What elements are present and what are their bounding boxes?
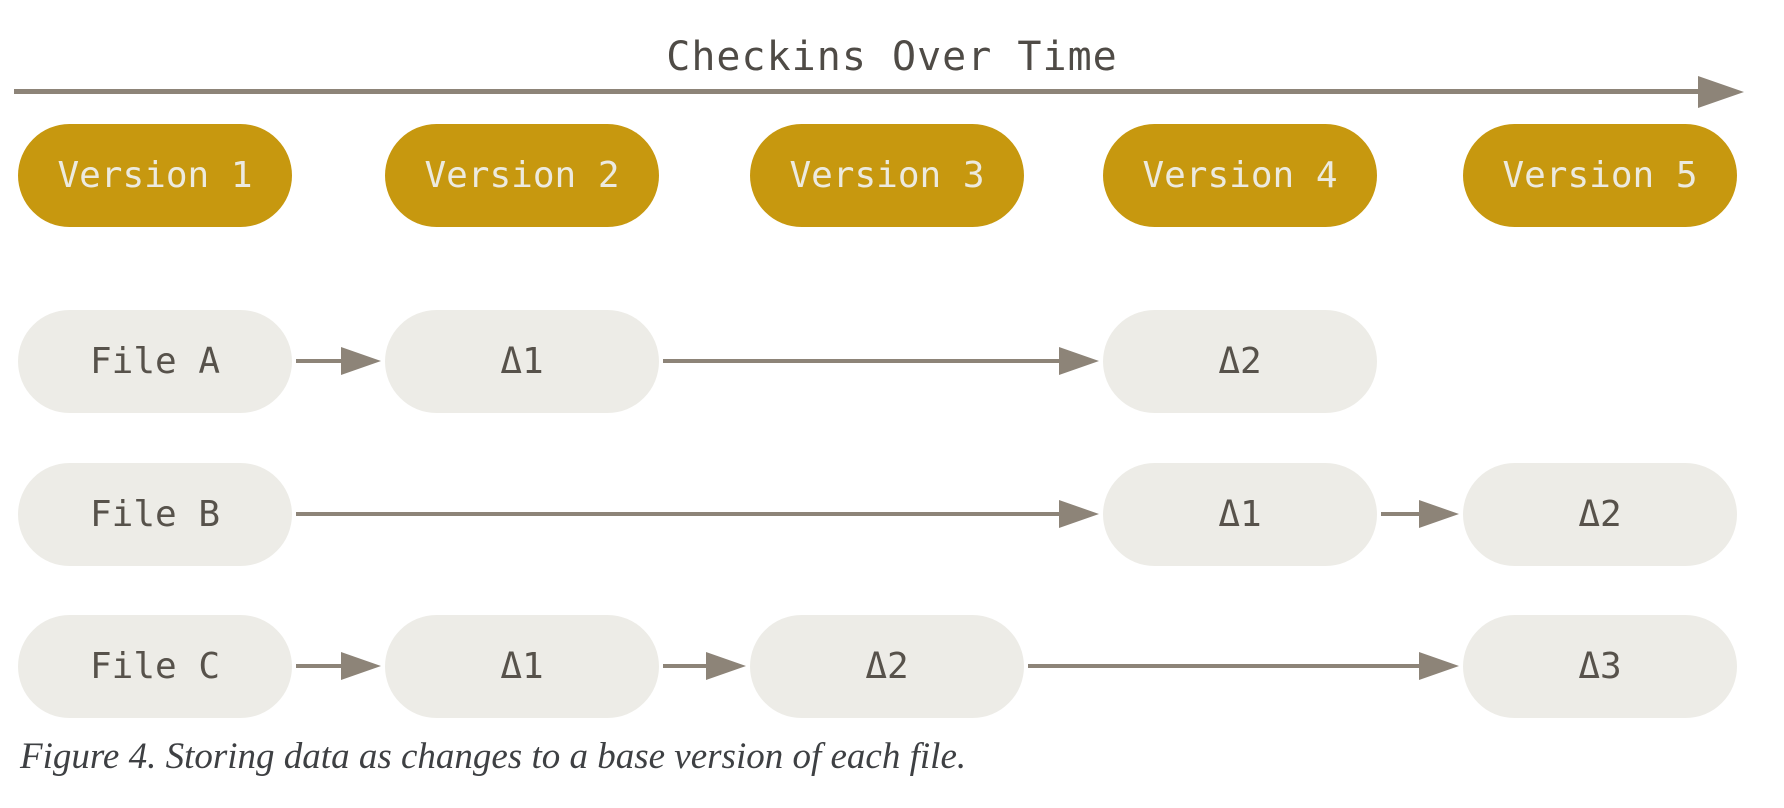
file-c-delta2-node: Δ2 bbox=[750, 615, 1024, 718]
version-3-pill: Version 3 bbox=[750, 124, 1024, 227]
file-c-delta1-node: Δ1 bbox=[385, 615, 659, 718]
version-4-pill: Version 4 bbox=[1103, 124, 1377, 227]
file-c-node: File C bbox=[18, 615, 292, 718]
file-b-delta1-node: Δ1 bbox=[1103, 463, 1377, 566]
arrow-file-b-to-delta1-icon bbox=[296, 512, 1059, 516]
arrow-file-c-to-delta1-icon bbox=[296, 664, 341, 668]
version-1-pill: Version 1 bbox=[18, 124, 292, 227]
arrow-file-c-delta1-to-delta2-icon bbox=[663, 664, 706, 668]
arrow-file-a-to-delta1-icon bbox=[296, 359, 341, 363]
arrow-file-c-delta2-to-delta3-icon bbox=[1028, 664, 1419, 668]
file-a-node: File A bbox=[18, 310, 292, 413]
file-c-delta3-node: Δ3 bbox=[1463, 615, 1737, 718]
arrow-file-a-delta1-to-delta2-icon bbox=[663, 359, 1059, 363]
file-a-delta2-node: Δ2 bbox=[1103, 310, 1377, 413]
timeline-title: Checkins Over Time bbox=[666, 34, 1118, 80]
arrow-file-b-delta1-to-delta2-icon bbox=[1381, 512, 1419, 516]
figure-caption: Figure 4. Storing data as changes to a b… bbox=[20, 736, 967, 777]
file-a-delta1-node: Δ1 bbox=[385, 310, 659, 413]
file-b-node: File B bbox=[18, 463, 292, 566]
timeline-arrow-icon bbox=[14, 89, 1698, 94]
file-b-delta2-node: Δ2 bbox=[1463, 463, 1737, 566]
version-5-pill: Version 5 bbox=[1463, 124, 1737, 227]
version-2-pill: Version 2 bbox=[385, 124, 659, 227]
